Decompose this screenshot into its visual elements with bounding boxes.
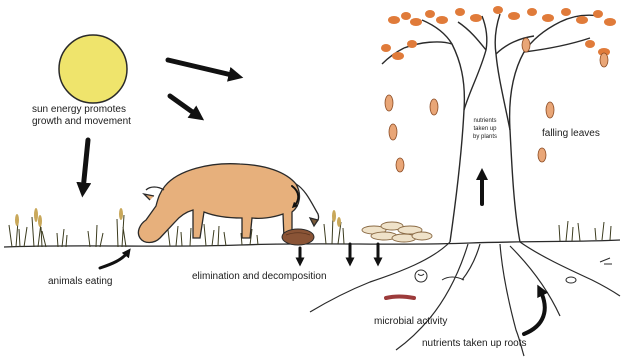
sun-icon bbox=[59, 35, 127, 103]
nutrients-up-label-line-2: taken up bbox=[468, 126, 502, 133]
nutrients-up-label-line-1: nutrients bbox=[468, 118, 502, 125]
sun-arrow-right-lower bbox=[170, 96, 198, 116]
sun-arrow-right-upper bbox=[168, 60, 236, 76]
worm-icon bbox=[386, 297, 414, 299]
nutrients-up-label-line-3: by plants bbox=[468, 134, 502, 141]
falling-leaves-label: falling leaves bbox=[542, 128, 600, 140]
roots-arrow bbox=[524, 290, 545, 334]
roots-label: nutrients taken up roots bbox=[422, 338, 527, 350]
elimination-label: elimination and decomposition bbox=[192, 271, 327, 283]
dung-icon bbox=[282, 229, 314, 245]
microbial-activity-label: microbial activity bbox=[374, 316, 447, 328]
microbe-icon bbox=[415, 258, 612, 283]
leaf-litter-icon bbox=[362, 222, 432, 242]
eating-arrow bbox=[100, 252, 128, 268]
sun-arrow-down bbox=[83, 140, 88, 190]
sun-label-line-1: sun energy promotes bbox=[32, 104, 126, 116]
animals-eating-label: animals eating bbox=[48, 276, 112, 288]
sun-label-line-2: growth and movement bbox=[32, 116, 131, 128]
